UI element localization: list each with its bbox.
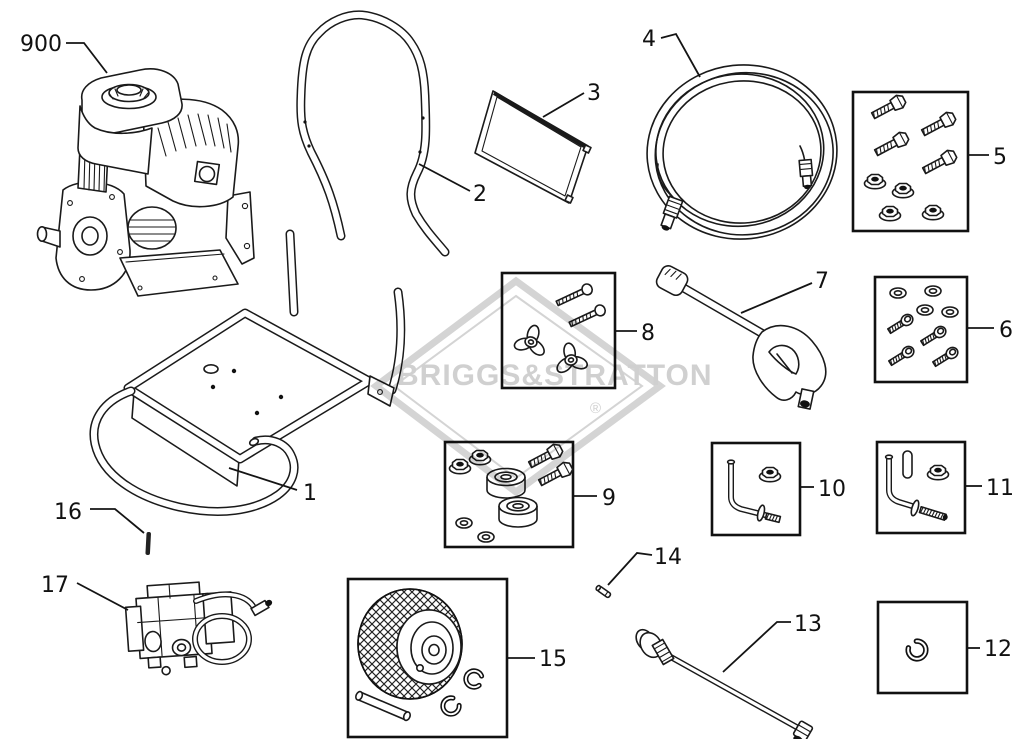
svg-text:9: 9 (602, 486, 616, 511)
svg-text:6: 6 (999, 318, 1013, 343)
callout-washer-screw-kit[interactable]: 6 (967, 318, 1013, 343)
svg-text:7: 7 (815, 269, 829, 294)
svg-text:8: 8 (641, 321, 655, 346)
svg-text:16: 16 (54, 500, 82, 525)
callout-hook-bolt-spacer-kit[interactable]: 11 (966, 476, 1014, 501)
brand-watermark: BRIGGS&STRATTON ® (370, 276, 713, 497)
svg-text:3: 3 (587, 81, 601, 106)
svg-text:13: 13 (794, 612, 822, 637)
svg-text:2: 2 (473, 182, 487, 207)
brand-watermark-text: BRIGGS&STRATTON (397, 359, 713, 392)
part-knob-bolt-kit-drawing (500, 271, 617, 390)
svg-text:900: 900 (20, 32, 62, 57)
registered-trademark-symbol: ® (590, 400, 601, 417)
part-bolt-nut-kit-drawing (851, 90, 970, 233)
callout-spray-gun[interactable]: 7 (740, 269, 829, 314)
callout-spray-wand[interactable]: 13 (722, 612, 822, 673)
callout-knob-bolt-kit[interactable]: 8 (616, 321, 655, 346)
part-panel-drawing (474, 90, 592, 204)
callout-bolt-nut-kit[interactable]: 5 (968, 145, 1007, 170)
callout-foot-kit[interactable]: 9 (574, 486, 616, 511)
part-pump-drawing (124, 581, 273, 676)
svg-text:17: 17 (41, 573, 69, 598)
part-spray-wand-drawing (635, 628, 814, 739)
callout-pump[interactable]: 17 (41, 573, 129, 611)
callout-engine[interactable]: 900 (20, 32, 108, 74)
part-engine-drawing (36, 68, 255, 297)
callout-frame[interactable]: 1 (228, 467, 317, 506)
callout-wheel-kit[interactable]: 15 (508, 647, 567, 672)
part-wheel-kit-drawing (346, 577, 509, 739)
callout-layer: 900 2 3 4 5 6 7 8 (20, 27, 1014, 673)
callout-hook-bolt-kit[interactable]: 10 (801, 477, 846, 502)
callout-hose[interactable]: 4 (642, 27, 701, 78)
svg-text:1: 1 (303, 481, 317, 506)
callout-retaining-clip[interactable]: 12 (968, 637, 1012, 662)
part-lock-pin-drawing (145, 532, 151, 556)
svg-text:15: 15 (539, 647, 567, 672)
part-retaining-clip-drawing (876, 600, 969, 695)
part-spray-gun-drawing (655, 265, 827, 410)
svg-text:11: 11 (986, 476, 1014, 501)
svg-text:12: 12 (984, 637, 1012, 662)
part-pin-drawing (595, 584, 612, 599)
part-frame-drawing (89, 229, 406, 516)
callout-handle[interactable]: 2 (418, 163, 487, 207)
part-hook-bolt-spacer-kit-drawing (875, 440, 967, 535)
svg-text:10: 10 (818, 477, 846, 502)
part-washer-screw-kit-drawing (873, 275, 969, 384)
callout-panel[interactable]: 3 (542, 81, 601, 118)
svg-text:4: 4 (642, 27, 656, 52)
part-hook-bolt-kit-drawing (710, 441, 802, 537)
svg-text:14: 14 (654, 545, 682, 570)
callout-lock-pin[interactable]: 16 (54, 500, 145, 534)
part-hose-drawing (646, 64, 838, 240)
svg-text:5: 5 (993, 145, 1007, 170)
part-foot-kit-drawing (443, 440, 576, 549)
callout-pin[interactable]: 14 (607, 545, 682, 586)
part-handle-drawing (296, 10, 450, 257)
